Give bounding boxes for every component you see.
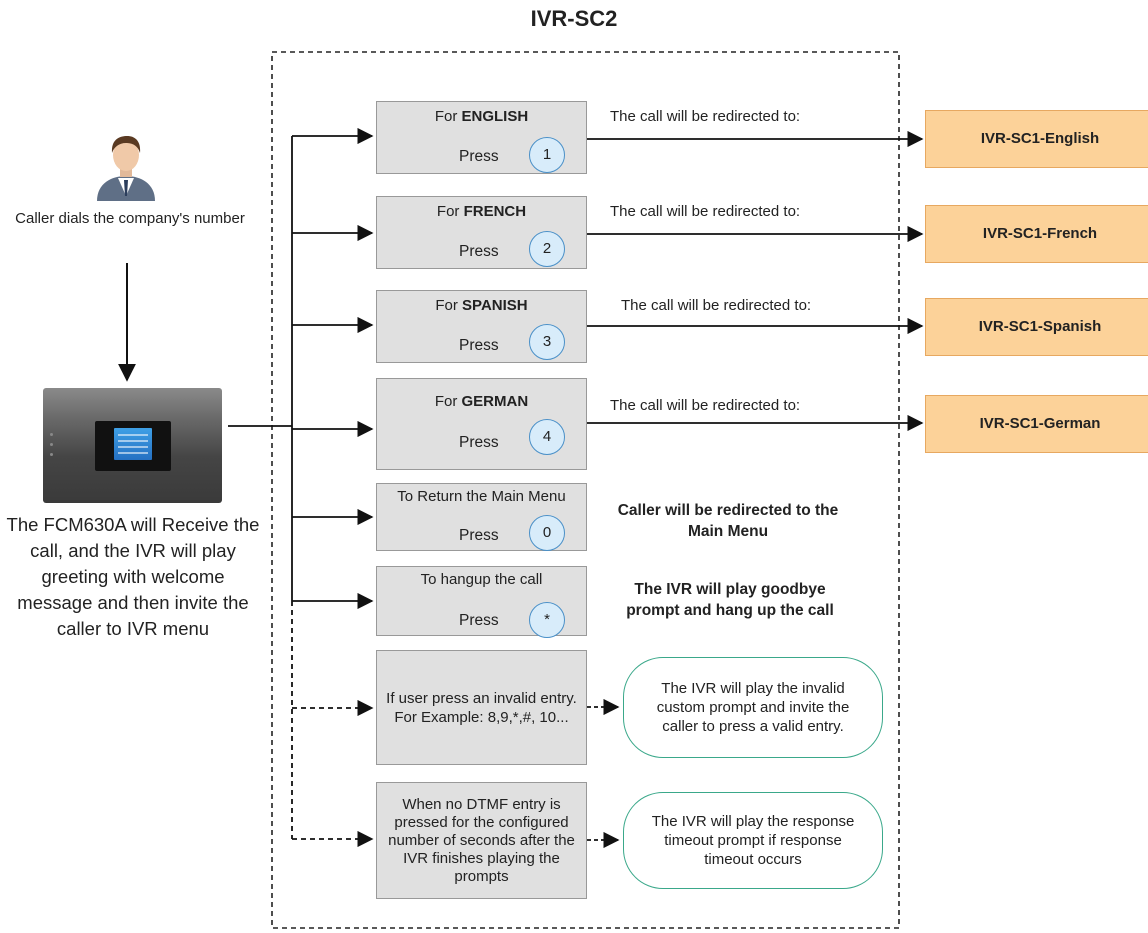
hangup-note: The IVR will play goodbye prompt and han… <box>626 581 834 619</box>
invalid-entry-text: If user press an invalid entry. For Exam… <box>386 689 577 726</box>
option-heading: To hangup the call <box>420 571 543 588</box>
option-prefix: For <box>435 297 463 314</box>
option-english: For ENGLISH Press 1 <box>376 101 587 174</box>
caller-label: Caller dials the company's number <box>15 210 245 227</box>
person-icon <box>97 136 155 201</box>
main-menu-note: Caller will be redirected to the Main Me… <box>617 502 839 540</box>
option-no-dtmf: When no DTMF entry is pressed for the co… <box>376 782 587 899</box>
option-heading: To Return the Main Menu <box>397 488 566 505</box>
option-spanish: For SPANISH Press 3 <box>376 290 587 363</box>
key-1-circle: 1 <box>529 137 565 173</box>
press-label: Press <box>459 243 499 260</box>
redirect-label-english: The call will be redirected to: <box>610 108 801 125</box>
option-language: SPANISH <box>462 297 528 314</box>
destination-ivr-sc1-english: IVR-SC1-English <box>925 110 1148 168</box>
press-label: Press <box>459 527 499 544</box>
option-language: FRENCH <box>463 203 527 220</box>
destination-ivr-sc1-spanish: IVR-SC1-Spanish <box>925 298 1148 356</box>
option-prefix: For <box>436 203 464 220</box>
redirect-label-german: The call will be redirected to: <box>610 397 801 414</box>
key-3-circle: 3 <box>529 324 565 360</box>
press-label: Press <box>459 148 499 165</box>
device-screen <box>95 421 171 471</box>
key-star-circle: * <box>529 602 565 638</box>
invalid-result-text: The IVR will play the invalid custom pro… <box>656 680 850 735</box>
option-prefix: For <box>434 108 462 125</box>
device-description: The FCM630A will Receive the call, and t… <box>6 514 260 639</box>
press-label: Press <box>459 337 499 354</box>
option-invalid-entry: If user press an invalid entry. For Exam… <box>376 650 587 765</box>
option-main-menu: To Return the Main Menu Press 0 <box>376 483 587 551</box>
key-4-circle: 4 <box>529 419 565 455</box>
option-german: For GERMAN Press 4 <box>376 378 587 470</box>
diagram-title: IVR-SC2 <box>530 6 618 31</box>
invalid-result-pill: The IVR will play the invalid custom pro… <box>623 657 883 758</box>
redirect-label-spanish: The call will be redirected to: <box>621 297 812 314</box>
option-language: GERMAN <box>461 393 529 410</box>
destination-ivr-sc1-german: IVR-SC1-German <box>925 395 1148 453</box>
ivr-container-border <box>271 51 900 929</box>
option-prefix: For <box>434 393 462 410</box>
destination-ivr-sc1-french: IVR-SC1-French <box>925 205 1148 263</box>
redirect-label-french: The call will be redirected to: <box>610 203 801 220</box>
press-label: Press <box>459 612 499 629</box>
key-2-circle: 2 <box>529 231 565 267</box>
press-label: Press <box>459 434 499 451</box>
no-dtmf-text: When no DTMF entry is pressed for the co… <box>388 795 575 885</box>
fcm630a-device <box>43 388 222 503</box>
timeout-result-text: The IVR will play the response timeout p… <box>651 813 855 868</box>
timeout-result-pill: The IVR will play the response timeout p… <box>623 792 883 889</box>
option-hangup: To hangup the call Press * <box>376 566 587 638</box>
option-french: For FRENCH Press 2 <box>376 196 587 269</box>
option-language: ENGLISH <box>461 108 529 125</box>
key-0-circle: 0 <box>529 515 565 551</box>
